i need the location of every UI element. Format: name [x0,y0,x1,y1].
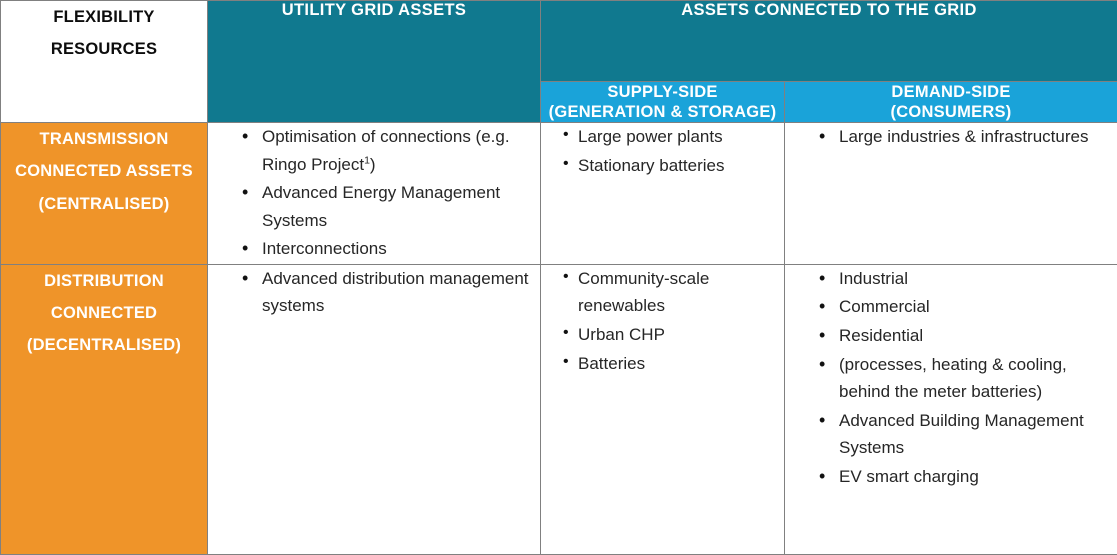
row-label-line-2: CONNECTED [50,304,158,323]
row-label-line-1: DISTRIBUTION [44,271,164,290]
header-demand-side-line-1: DEMAND-SIDE [891,83,1011,101]
list-item: Industrial [819,264,1117,293]
corner-header-line-1: FLEXIBILITY [53,8,155,26]
table-row: TRANSMISSION CONNECTED ASSETS (CENTRALIS… [0,122,1117,265]
row-label-line-1: TRANSMISSION [39,130,169,149]
header-row-1: FLEXIBILITY RESOURCES UTILITY GRID ASSET… [0,0,1117,124]
cell-transmission-demand-side: Large industries & infrastructures [784,122,1117,265]
bullet-list: Community-scale renewables Urban CHP Bat… [541,264,784,378]
list-item: Large power plants [563,122,784,151]
bullet-list: Large industries & infrastructures [785,122,1117,151]
cell-distribution-utility-grid-assets: Advanced distribution management systems [207,264,541,555]
header-demand-side-line-2: (CONSUMERS) [890,103,1012,122]
footnote-tail: ) [369,154,376,174]
row-label-line-2: CONNECTED ASSETS [15,162,193,181]
table-row: DISTRIBUTION CONNECTED (DECENTRALISED) A… [0,263,1117,555]
list-item: Interconnections [242,234,540,263]
cell-transmission-utility-grid-assets: Optimisation of connections (e.g. Ringo … [207,122,541,265]
list-item: (processes, heating & cooling, behind th… [819,349,1117,406]
list-item: Residential [819,321,1117,350]
bullet-list: Large power plants Stationary batteries [541,122,784,180]
table-body: TRANSMISSION CONNECTED ASSETS (CENTRALIS… [0,122,1117,555]
cell-transmission-supply-side: Large power plants Stationary batteries [540,122,785,265]
corner-header-flexibility-resources: FLEXIBILITY RESOURCES [0,0,208,124]
header-demand-side: DEMAND-SIDE (CONSUMERS) [784,80,1117,124]
list-item: Advanced distribution management systems [242,264,540,320]
cell-distribution-demand-side: Industrial Commercial Residential (proce… [784,263,1117,555]
bullet-list: Industrial Commercial Residential (proce… [785,264,1117,491]
bullet-list: Optimisation of connections (e.g. Ringo … [208,122,540,263]
header-supply-side: SUPPLY-SIDE (GENERATION & STORAGE) [540,80,785,124]
header-utility-grid-assets: UTILITY GRID ASSETS [207,0,541,124]
list-item: Batteries [563,349,784,378]
list-item: Stationary batteries [563,151,784,180]
list-item: Advanced Building Management Systems [819,406,1117,462]
list-item: EV smart charging [819,462,1117,491]
bullet-list: Advanced distribution management systems [208,264,540,320]
corner-header-line-2: RESOURCES [50,40,158,59]
list-item: Optimisation of connections (e.g. Ringo … [242,122,540,178]
row-label-line-3: (DECENTRALISED) [26,336,182,355]
list-item-text: Optimisation of connections (e.g. Ringo … [262,127,510,174]
footnote-marker: 1 [364,154,370,167]
row-label-distribution-connected: DISTRIBUTION CONNECTED (DECENTRALISED) [0,263,208,555]
list-item: Urban CHP [563,320,784,349]
list-item: Community-scale renewables [563,264,784,320]
row-label-transmission-connected-assets: TRANSMISSION CONNECTED ASSETS (CENTRALIS… [0,122,208,265]
header-supply-side-line-1: SUPPLY-SIDE [607,83,718,101]
row-label-line-3: (CENTRALISED) [38,194,170,213]
list-item: Advanced Energy Management Systems [242,178,540,234]
header-row-2: SUPPLY-SIDE (GENERATION & STORAGE) DEMAN… [1,80,1117,124]
table-header: FLEXIBILITY RESOURCES UTILITY GRID ASSET… [0,0,1117,124]
list-item: Commercial [819,292,1117,321]
header-assets-connected-to-the-grid: ASSETS CONNECTED TO THE GRID [540,0,1117,82]
header-supply-side-line-2: (GENERATION & STORAGE) [548,103,777,122]
list-item: Large industries & infrastructures [819,122,1117,151]
cell-distribution-supply-side: Community-scale renewables Urban CHP Bat… [540,264,785,555]
